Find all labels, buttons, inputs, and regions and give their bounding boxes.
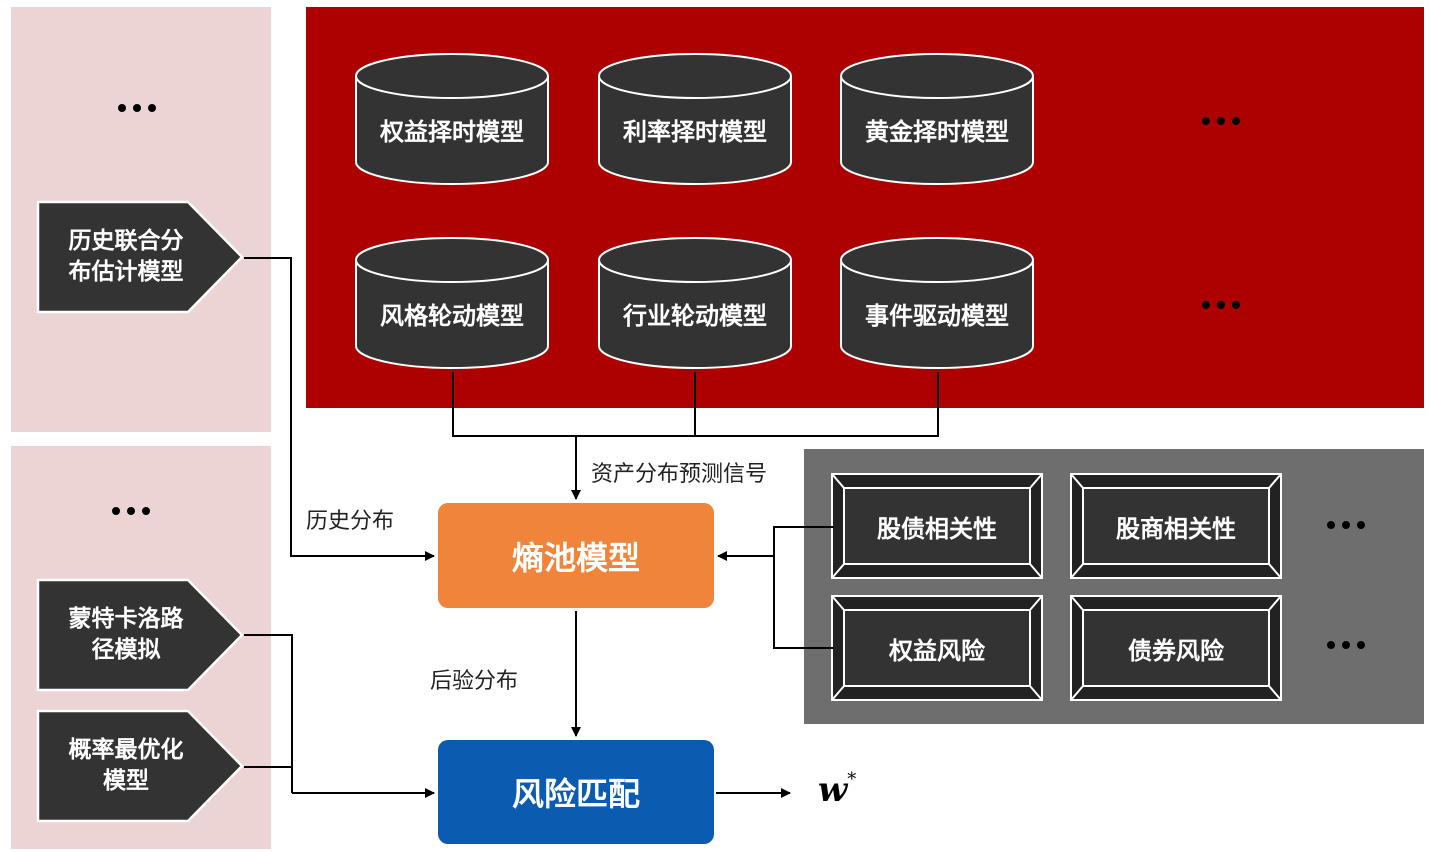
risk-factor-equity-risk[interactable]: 权益风险 <box>831 595 1043 701</box>
cylinder-event-driven[interactable]: 事件驱动模型 <box>839 236 1035 372</box>
weight-symbol: w <box>818 770 848 810</box>
cylinder-equity-timing[interactable]: 权益择时模型 <box>354 52 550 188</box>
pentagon-arrow-shape <box>36 200 244 314</box>
database-icon <box>355 53 549 185</box>
model-label: 蒙特卡洛路径模拟 <box>68 606 184 663</box>
connector-monte-carlo <box>244 634 293 793</box>
database-icon <box>840 53 1034 185</box>
cylinder-industry-rotation[interactable]: 行业轮动模型 <box>597 236 793 372</box>
ellipsis-icon <box>1327 641 1365 649</box>
risk-factor-label: 债券风险 <box>1128 636 1224 665</box>
label-historical: 历史分布 <box>306 509 395 534</box>
ellipsis-icon <box>1202 301 1240 309</box>
ellipsis-icon <box>118 104 156 112</box>
model-label: 概率最优化模型 <box>68 737 184 794</box>
probability-optimization-model[interactable]: 概率最优化模型 <box>36 709 244 823</box>
risk-match-box[interactable]: 风险匹配 <box>438 740 714 844</box>
cylinder-label: 行业轮动模型 <box>623 302 767 330</box>
label-asset-signal: 资产分布预测信号 <box>591 462 768 487</box>
database-icon <box>598 237 792 369</box>
bevel-shape <box>831 595 1043 701</box>
monte-carlo-model[interactable]: 蒙特卡洛路径模拟 <box>36 578 244 692</box>
label-posterior: 后验分布 <box>430 669 519 694</box>
risk-factor-label: 股商相关性 <box>1116 514 1236 543</box>
cylinder-label: 事件驱动模型 <box>865 302 1009 330</box>
optimal-weight-symbol: w* <box>818 768 857 810</box>
optimal-superscript: * <box>847 768 857 790</box>
ellipsis-icon <box>112 507 150 515</box>
historical-joint-model[interactable]: 历史联合分布估计模型 <box>36 200 244 314</box>
risk-factor-label: 权益风险 <box>889 636 985 665</box>
pentagon-arrow-shape <box>36 578 244 692</box>
cylinder-label: 黄金择时模型 <box>865 118 1009 146</box>
database-icon <box>598 53 792 185</box>
bevel-shape <box>831 473 1043 579</box>
entropy-pool-model[interactable]: 熵池模型 <box>438 503 714 608</box>
cylinder-gold-timing[interactable]: 黄金择时模型 <box>839 52 1035 188</box>
cylinder-style-rotation[interactable]: 风格轮动模型 <box>354 236 550 372</box>
connector-risk-bus <box>773 526 834 649</box>
bevel-shape <box>1070 473 1282 579</box>
cylinder-label: 权益择时模型 <box>380 118 524 146</box>
database-icon <box>840 237 1034 369</box>
cylinder-rate-timing[interactable]: 利率择时模型 <box>597 52 793 188</box>
pentagon-arrow-shape <box>36 709 244 823</box>
database-icon <box>355 237 549 369</box>
bevel-shape <box>1070 595 1282 701</box>
ellipsis-icon <box>1202 117 1240 125</box>
cylinder-label: 利率择时模型 <box>623 118 767 146</box>
risk-factor-label: 股债相关性 <box>877 514 997 543</box>
cylinder-label: 风格轮动模型 <box>380 302 524 330</box>
risk-factor-stock-bond-corr[interactable]: 股债相关性 <box>831 473 1043 579</box>
ellipsis-icon <box>1327 521 1365 529</box>
arrow-historical <box>244 257 435 561</box>
risk-factor-stock-commodity-corr[interactable]: 股商相关性 <box>1070 473 1282 579</box>
risk-factor-bond-risk[interactable]: 债券风险 <box>1070 595 1282 701</box>
model-label: 历史联合分布估计模型 <box>68 228 184 285</box>
